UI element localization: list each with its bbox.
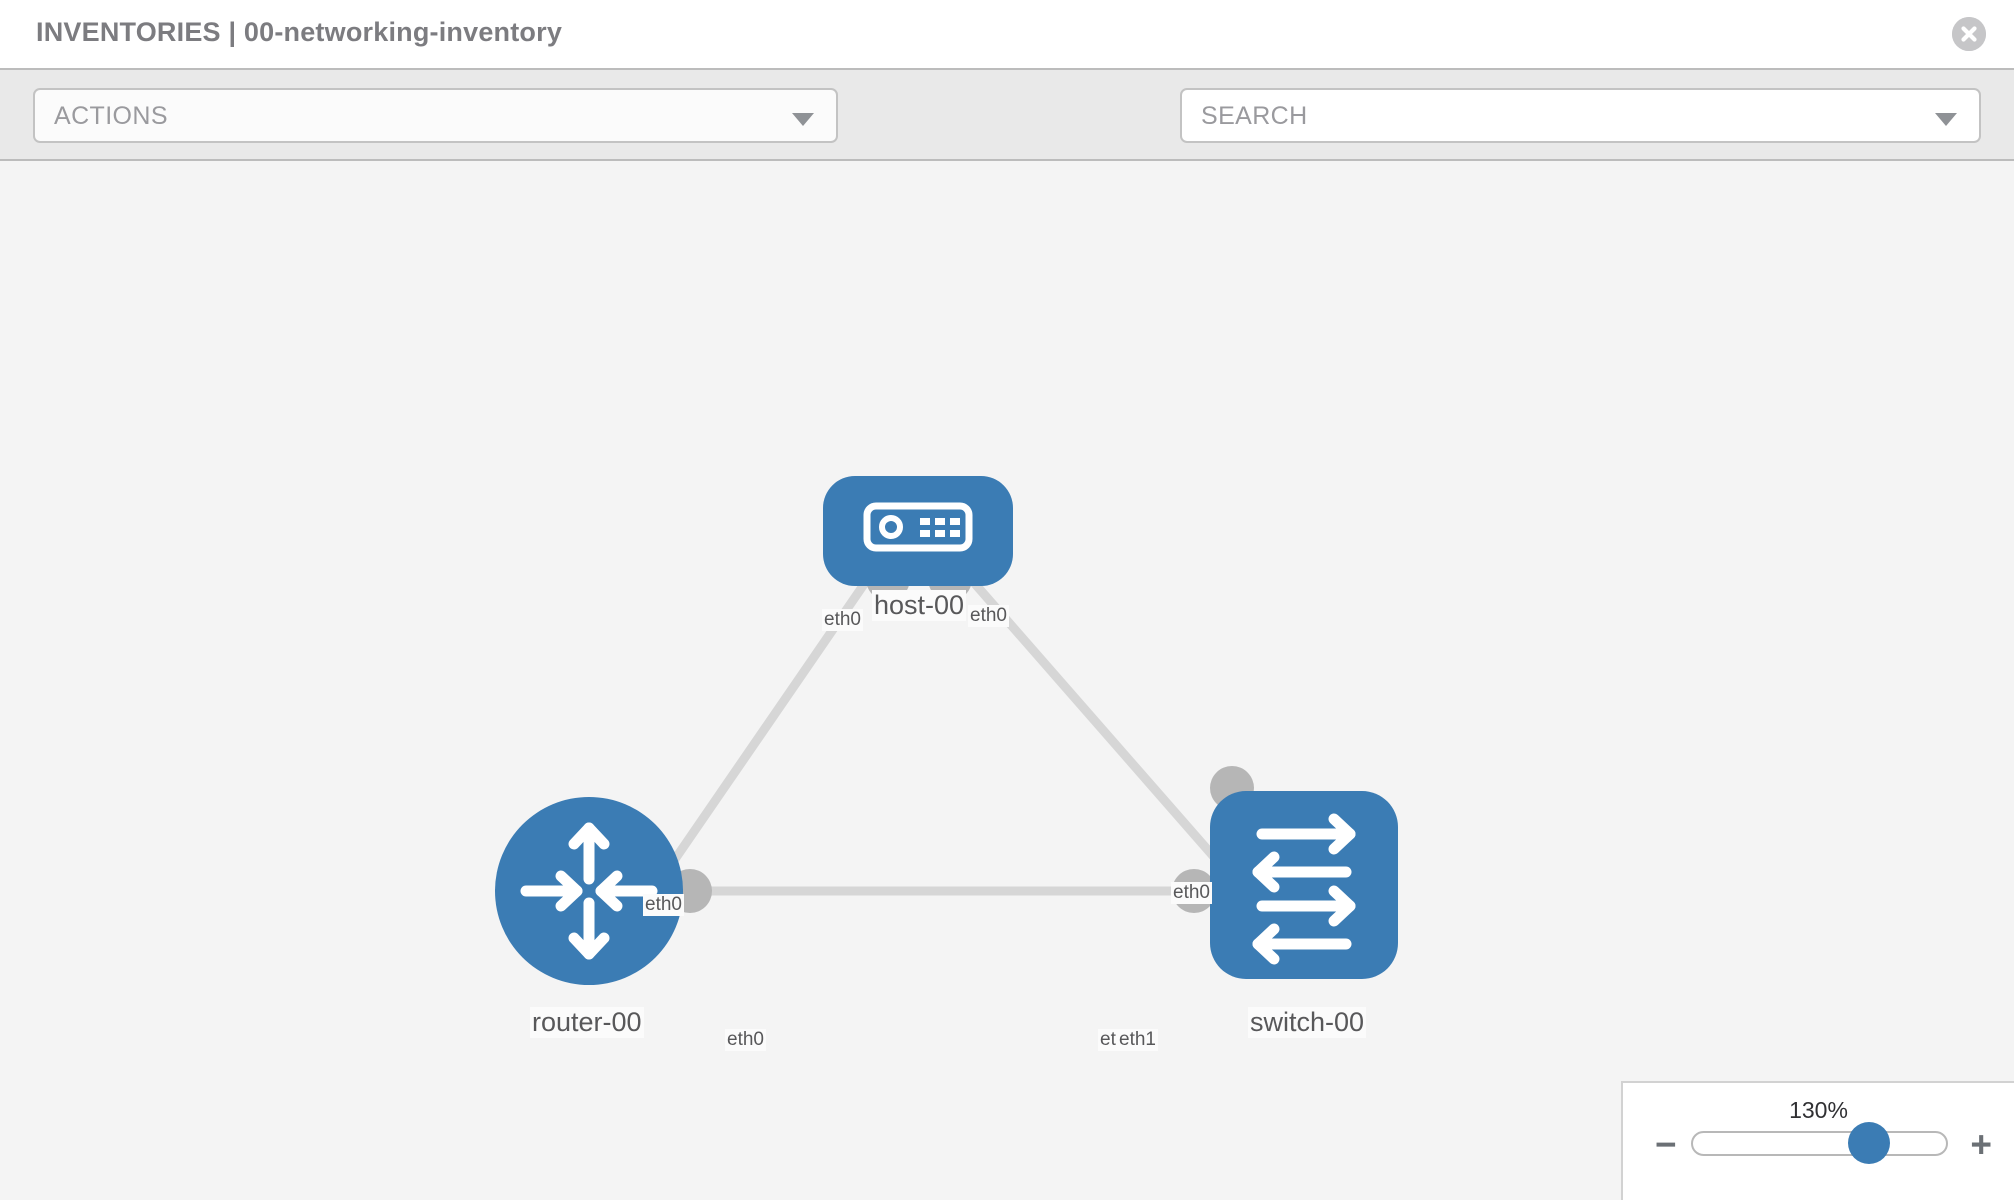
- iface-label-router-right: eth0: [725, 1029, 766, 1051]
- zoom-out-button[interactable]: −: [1655, 1124, 1677, 1165]
- search-input[interactable]: SEARCH: [1180, 88, 1981, 143]
- iface-label-router-up: eth0: [643, 894, 684, 916]
- iface-label-host-right: eth0: [968, 605, 1009, 627]
- node-label-switch-00[interactable]: switch-00: [1248, 1007, 1367, 1038]
- chevron-down-icon[interactable]: [1935, 113, 1957, 126]
- iface-label-host-left: eth0: [822, 609, 863, 631]
- router-arrows-icon: [520, 822, 658, 960]
- page-title: INVENTORIES | 00-networking-inventory: [36, 17, 563, 47]
- switch-arrows-icon: [1252, 813, 1356, 965]
- server-device-icon: [863, 502, 973, 552]
- node-router-00: [495, 797, 683, 985]
- window-header: INVENTORIES | 00-networking-inventory: [0, 0, 2014, 68]
- node-label-router-00[interactable]: router-00: [530, 1007, 644, 1038]
- close-icon[interactable]: [1952, 17, 1986, 51]
- zoom-control: 130% − +: [1621, 1081, 2014, 1200]
- toolbar: ACTIONS SEARCH: [0, 68, 2014, 201]
- node-host-00: [823, 476, 1013, 586]
- node-label-host-00[interactable]: host-00: [872, 590, 967, 621]
- zoom-in-button[interactable]: +: [1970, 1124, 1992, 1165]
- node-switch-00: [1210, 791, 1398, 979]
- chevron-down-icon: [792, 113, 814, 126]
- iface-label-switch-up: eth0: [1171, 882, 1212, 904]
- actions-dropdown-label: ACTIONS: [54, 102, 168, 130]
- iface-label-switch-left: eth1: [1117, 1029, 1158, 1051]
- topology-canvas[interactable]: host-00 router-00 switch-00 eth0 eth0 et…: [0, 161, 2014, 1200]
- actions-dropdown[interactable]: ACTIONS: [33, 88, 838, 143]
- zoom-slider-track[interactable]: [1691, 1131, 1948, 1156]
- zoom-percent-label: 130%: [1789, 1097, 1848, 1123]
- topology-graph: [495, 476, 1398, 985]
- zoom-slider-thumb[interactable]: [1848, 1122, 1890, 1164]
- search-placeholder: SEARCH: [1201, 102, 1308, 130]
